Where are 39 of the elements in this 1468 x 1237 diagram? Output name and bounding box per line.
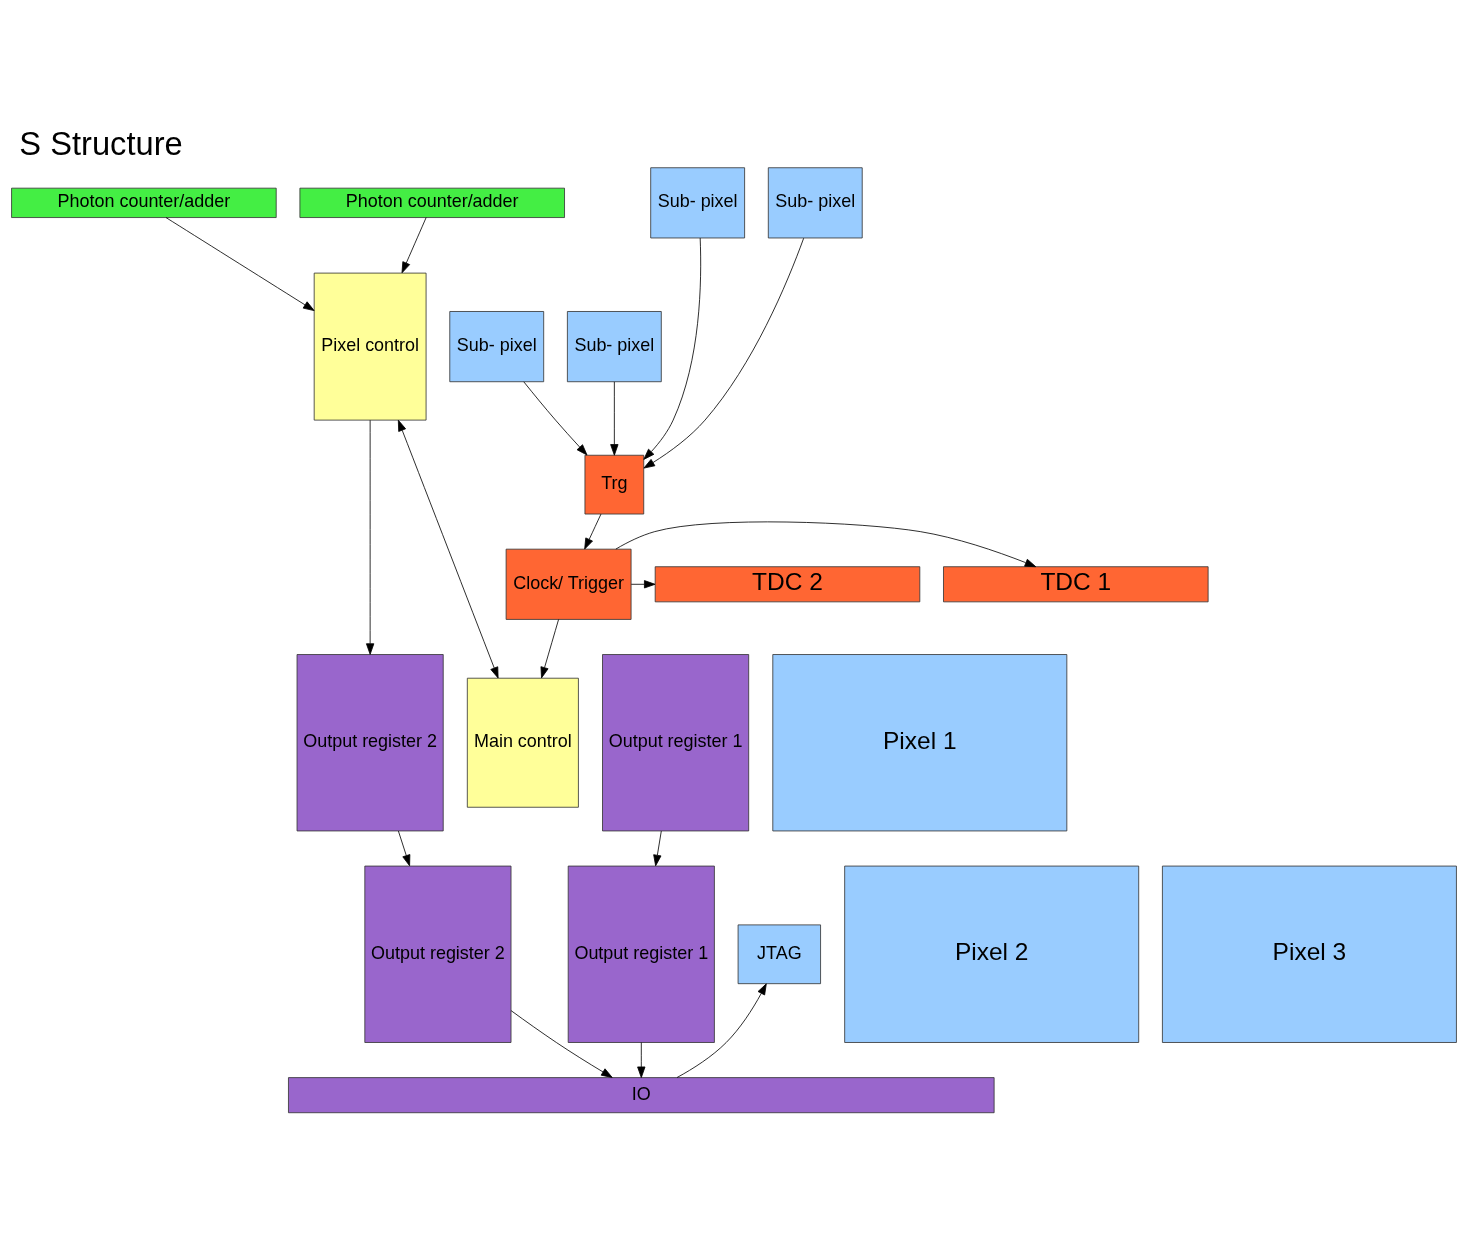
node-box: Output register 2 <box>364 865 512 1043</box>
node-box: TDC 2 <box>654 565 921 602</box>
node-box: Pixel control <box>313 272 427 421</box>
arrow <box>401 216 427 273</box>
node-box: Trg <box>584 454 645 514</box>
node-box: Sub- pixel <box>650 166 746 238</box>
arrow <box>610 380 619 456</box>
arrow <box>637 1041 646 1078</box>
node-box: Photon counter/adder <box>299 187 565 218</box>
arrow <box>165 216 315 311</box>
node-box: Sub- pixel <box>767 166 863 238</box>
node-box: JTAG <box>737 923 821 984</box>
node-box: Sub- pixel <box>449 310 545 382</box>
arrow <box>615 521 1037 567</box>
arrow <box>630 579 656 588</box>
node-box: Main control <box>466 677 579 808</box>
arrow <box>584 513 602 549</box>
node-box: IO <box>288 1076 995 1113</box>
node-box: Pixel 1 <box>772 653 1068 831</box>
node-box: Pixel 2 <box>844 865 1140 1043</box>
arrow <box>676 982 767 1078</box>
arrow <box>366 419 375 655</box>
node-box: Photon counter/adder <box>11 187 277 218</box>
arrow <box>540 618 559 678</box>
arrow <box>397 830 411 866</box>
node-box: Clock/ Trigger <box>505 548 632 620</box>
arrow <box>653 830 662 866</box>
node-box: TDC 1 <box>943 565 1209 602</box>
arrow <box>397 419 499 678</box>
node-box: Output register 1 <box>567 865 715 1043</box>
arrow <box>643 237 702 460</box>
arrow <box>523 380 588 455</box>
arrow <box>510 1009 613 1078</box>
diagram-title: S Structure <box>19 124 183 162</box>
node-box: Sub- pixel <box>566 310 662 382</box>
arrow <box>643 237 805 468</box>
node-box: Output register 2 <box>296 653 444 831</box>
node-box: Output register 1 <box>602 653 750 831</box>
node-box: Pixel 3 <box>1162 865 1457 1043</box>
